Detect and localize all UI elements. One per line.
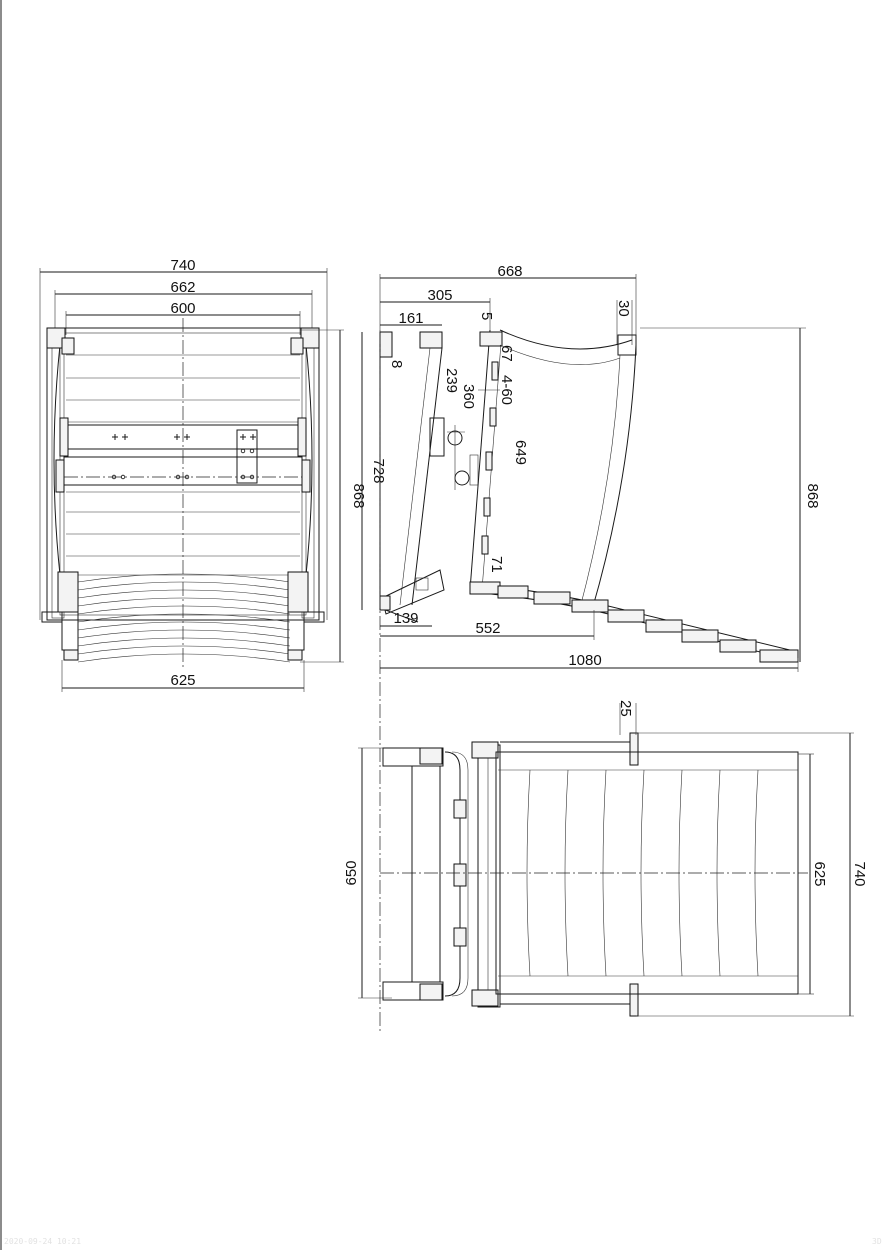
dim-side-lower-offset: 71 bbox=[488, 556, 505, 573]
dim-side-mount-height: 360 bbox=[460, 384, 477, 409]
top-view: 650 25 bbox=[343, 700, 868, 1017]
dim-side-gap: 5 bbox=[478, 312, 495, 320]
side-view: 668 305 161 5 30 8 239 360 4-60 67 649 7… bbox=[361, 263, 821, 1032]
dim-side-bracket-height: 239 bbox=[443, 368, 460, 393]
dim-top-overall-width: 740 bbox=[851, 861, 868, 886]
dim-side-bracket-depth: 8 bbox=[388, 360, 405, 368]
dim-front-seat-width: 625 bbox=[170, 672, 195, 689]
dim-side-rail-length: 649 bbox=[512, 440, 529, 465]
dim-side-seat-reach: 552 bbox=[475, 620, 500, 637]
dim-side-foot-depth: 139 bbox=[393, 610, 418, 627]
footer-right-text: 3D bbox=[872, 1237, 882, 1246]
footer-left-text: 2020-09-24 10:21 bbox=[4, 1237, 81, 1246]
dim-top-seat-width: 625 bbox=[811, 861, 828, 886]
dim-side-bracket-offset: 161 bbox=[398, 310, 423, 327]
dim-top-wall-width: 650 bbox=[343, 860, 360, 885]
dim-side-top-thickness: 30 bbox=[615, 300, 632, 317]
dim-side-back-height: 728 bbox=[370, 458, 387, 483]
dim-side-rail-offset: 67 bbox=[498, 345, 515, 362]
dim-side-frame-offset: 305 bbox=[427, 287, 452, 304]
dim-front-frame-width: 662 bbox=[170, 279, 195, 296]
dim-front-total-height: 868 bbox=[350, 483, 367, 508]
dim-side-overall-depth: 668 bbox=[497, 263, 522, 280]
front-view: 740 662 600 bbox=[39, 257, 367, 692]
dim-side-unfolded-length: 1080 bbox=[568, 652, 601, 669]
dim-side-total-height: 868 bbox=[804, 483, 821, 508]
dim-front-inner-width: 600 bbox=[170, 300, 195, 317]
dim-top-tube-dia: 25 bbox=[617, 700, 634, 717]
dim-side-rail-spacing: 4-60 bbox=[498, 375, 515, 405]
dim-front-overall-width: 740 bbox=[170, 257, 195, 274]
